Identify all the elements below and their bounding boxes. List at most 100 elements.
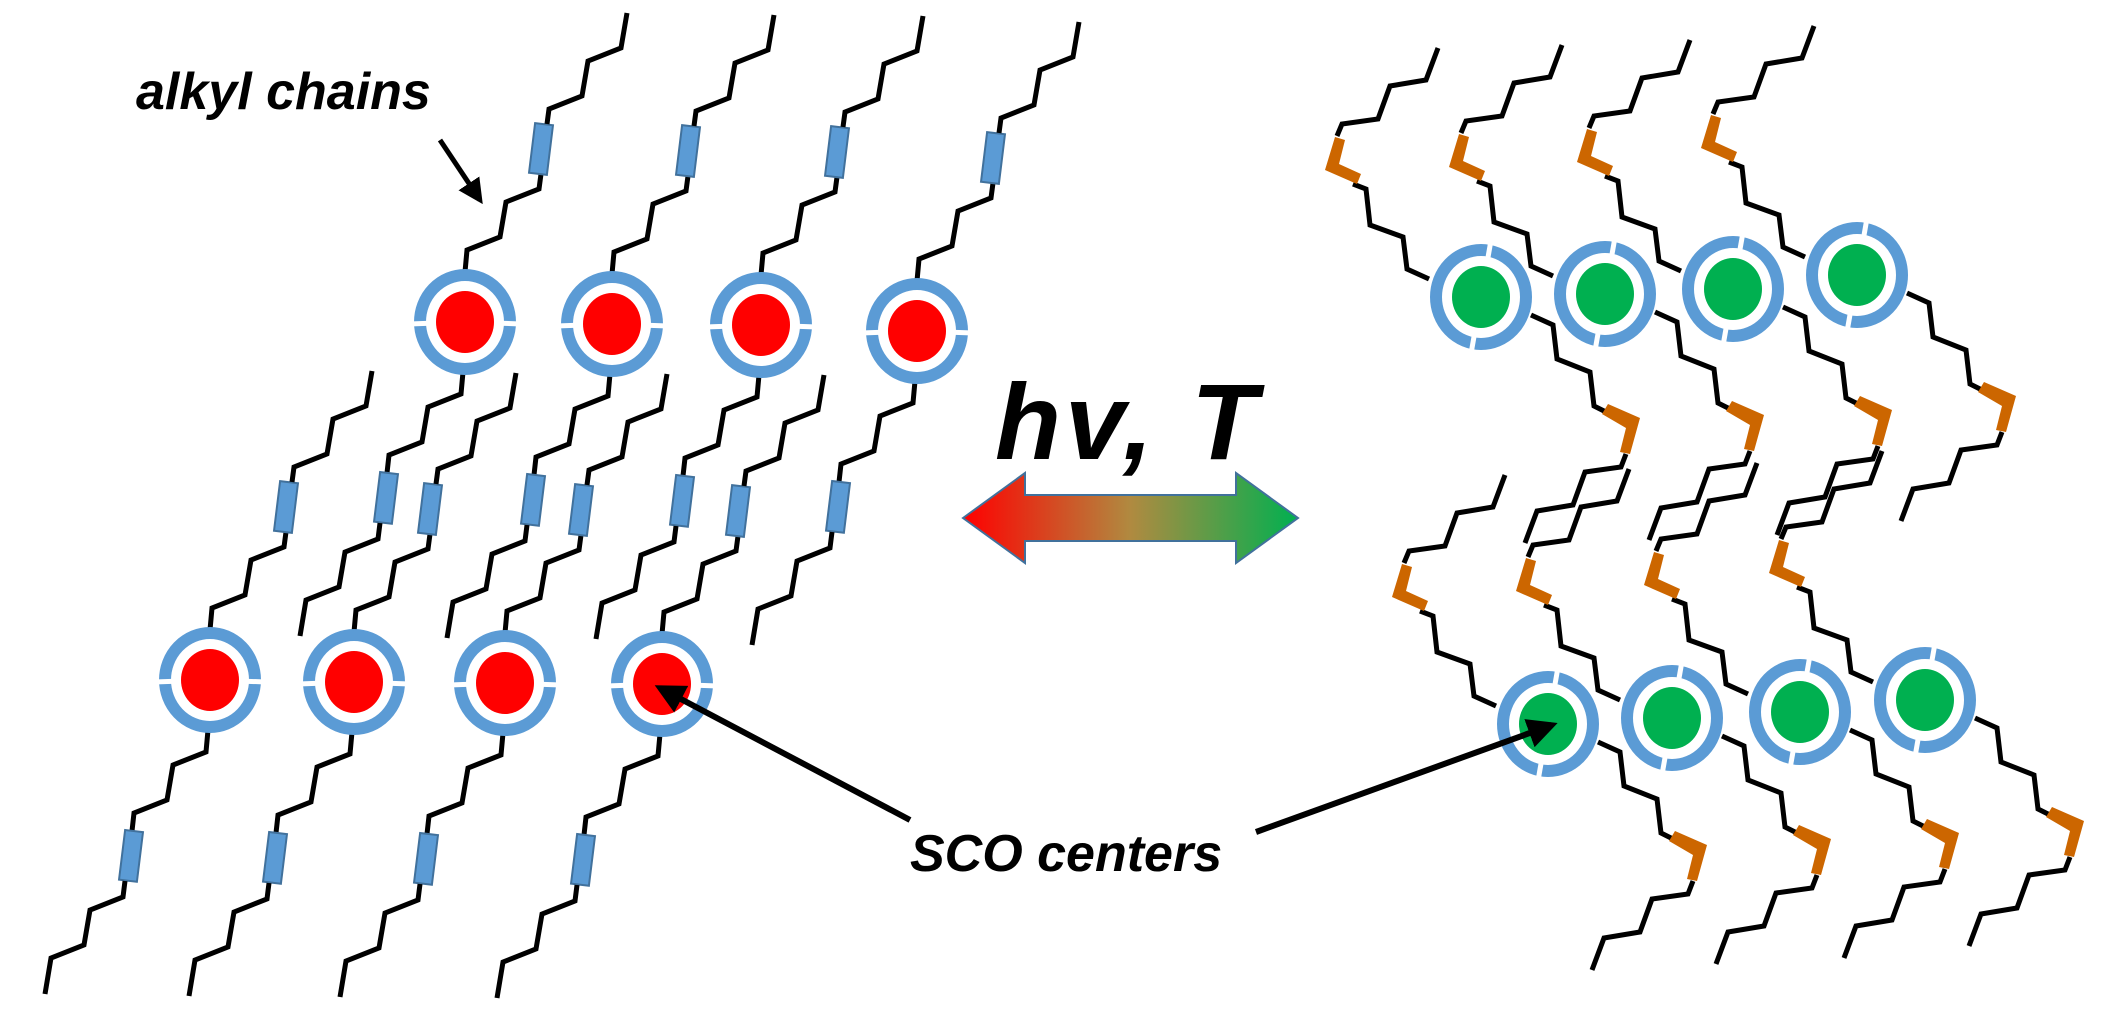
ring-shell xyxy=(1621,665,1723,771)
alkyl-chain-segment xyxy=(1476,178,1555,279)
sco-center-ring xyxy=(860,278,974,384)
alkyl-chain-segment xyxy=(1352,181,1431,282)
sco-center xyxy=(732,294,790,356)
sco-center xyxy=(1771,681,1829,743)
linker-l-bracket xyxy=(1701,115,1737,162)
sco-center-ring xyxy=(153,627,267,733)
linker-l-bracket xyxy=(1325,137,1361,184)
alkyl-chain-segment xyxy=(494,884,580,999)
alkyl-chain-segment xyxy=(1525,468,1632,558)
alkyl-chains-label: alkyl chains xyxy=(136,63,431,121)
right-molecule xyxy=(1516,468,1831,965)
alkyl-chain-segment xyxy=(749,531,835,646)
sco-center xyxy=(1896,669,1954,731)
alkyl-chain-segment xyxy=(1522,453,1629,544)
alkyl-chain-segment xyxy=(914,182,996,282)
right-molecule xyxy=(1701,25,2016,522)
left-molecule xyxy=(297,12,630,637)
right-molecule xyxy=(1644,462,1959,959)
sco-center-ring xyxy=(297,629,411,735)
alkyl-chain-segment xyxy=(531,373,613,476)
alkyl-chain-segment xyxy=(384,371,466,474)
alkyl-chain-segment xyxy=(593,525,679,640)
linker-rectangle xyxy=(823,124,851,180)
alkyl-chain-segment xyxy=(1401,474,1508,564)
linker-l-bracket xyxy=(1644,552,1680,599)
sco-center-ring xyxy=(1554,238,1656,350)
linker-l-bracket xyxy=(1577,129,1613,176)
alkyl-chain-segment xyxy=(502,534,584,634)
sco-center xyxy=(181,649,239,711)
ring-shell xyxy=(1806,222,1908,328)
left-molecule xyxy=(749,21,1082,646)
alkyl-chain-segment xyxy=(129,729,211,832)
ring-shell xyxy=(1874,647,1976,753)
sco-center xyxy=(325,651,383,713)
alkyl-chain-segment xyxy=(1589,880,1696,971)
sco-right-pointer-arrow xyxy=(1254,719,1558,835)
alkyl-chain-segment xyxy=(1604,173,1683,274)
alkyl-chain-segment xyxy=(207,531,289,631)
alkyl-chain-segment xyxy=(1713,874,1820,965)
alkyl-chain-segment xyxy=(462,173,544,273)
sco-center-ring xyxy=(448,630,562,736)
linker-l-bracket xyxy=(1769,540,1805,587)
alkyl-chain-segment xyxy=(1778,450,1885,540)
sco-center-ring xyxy=(555,271,669,377)
linker-rectangle xyxy=(668,473,696,528)
linker-l-bracket xyxy=(1854,396,1892,446)
left-molecule xyxy=(593,15,926,640)
alkyl-chain-segment xyxy=(424,732,506,835)
alkyl-chain-segment xyxy=(1841,868,1948,959)
alkyl-chain-segment xyxy=(1973,715,2052,818)
sco-center xyxy=(1643,687,1701,749)
sco-center-ring xyxy=(408,269,522,375)
sco-center-ring xyxy=(1749,656,1851,768)
alkyl-chain-segment xyxy=(680,374,762,477)
sco-center-ring xyxy=(1874,644,1976,756)
linker-l-bracket xyxy=(1726,401,1764,451)
sco-center-ring xyxy=(1430,241,1532,353)
linker-rectangle xyxy=(979,130,1007,186)
alkyl-chain-segment xyxy=(186,882,272,997)
sco-center xyxy=(1576,263,1634,325)
alkyl-chain-segment xyxy=(433,372,519,485)
sco-centers-label: SCO centers xyxy=(910,825,1223,883)
alkyl-chain-segment xyxy=(1905,290,1984,393)
linker-rectangle xyxy=(824,479,852,534)
sco-center xyxy=(1452,266,1510,328)
linker-rectangle xyxy=(567,482,595,538)
ring-shell xyxy=(1682,236,1784,342)
linker-l-bracket xyxy=(1516,558,1552,605)
linker-l-bracket xyxy=(1669,831,1707,881)
alkyl-chain-segment xyxy=(1419,608,1498,709)
alkyl-chain-segment xyxy=(1710,25,1817,115)
alkyl-chain-segment xyxy=(1646,450,1753,541)
alkyl-chain-segment xyxy=(1334,47,1441,137)
linker-rectangle xyxy=(416,481,444,537)
alkyl-chain-segment xyxy=(1728,159,1807,260)
alkyl-chain-segment xyxy=(337,883,423,998)
linker-rectangle xyxy=(674,123,702,179)
alkyl-chain-segment xyxy=(1586,39,1693,129)
alkyl-chain-segment xyxy=(741,374,827,487)
ring-shell xyxy=(1430,244,1532,350)
alkyl-chain-segment xyxy=(1458,44,1565,134)
right-molecule xyxy=(1325,47,1640,544)
linker-rectangle xyxy=(569,832,597,887)
left-state-straight-chains xyxy=(42,12,1082,999)
alkyl-chain-segment xyxy=(1653,309,1732,412)
alkyl-chain-segment xyxy=(1796,584,1875,685)
linker-l-bracket xyxy=(1921,819,1959,869)
alkyl-chain-segment xyxy=(42,880,128,995)
sco-center xyxy=(1828,244,1886,306)
sco-center xyxy=(583,293,641,355)
alkyl-chain-segment xyxy=(659,535,741,635)
ring-shell xyxy=(1749,659,1851,765)
right-molecule xyxy=(1449,44,1764,541)
alkyl-chain-segment xyxy=(1653,462,1760,552)
alkyl-chain-segment xyxy=(996,21,1082,134)
sco-left-pointer-arrow xyxy=(654,685,912,823)
left-molecule xyxy=(444,14,777,639)
linker-rectangle xyxy=(519,472,547,527)
